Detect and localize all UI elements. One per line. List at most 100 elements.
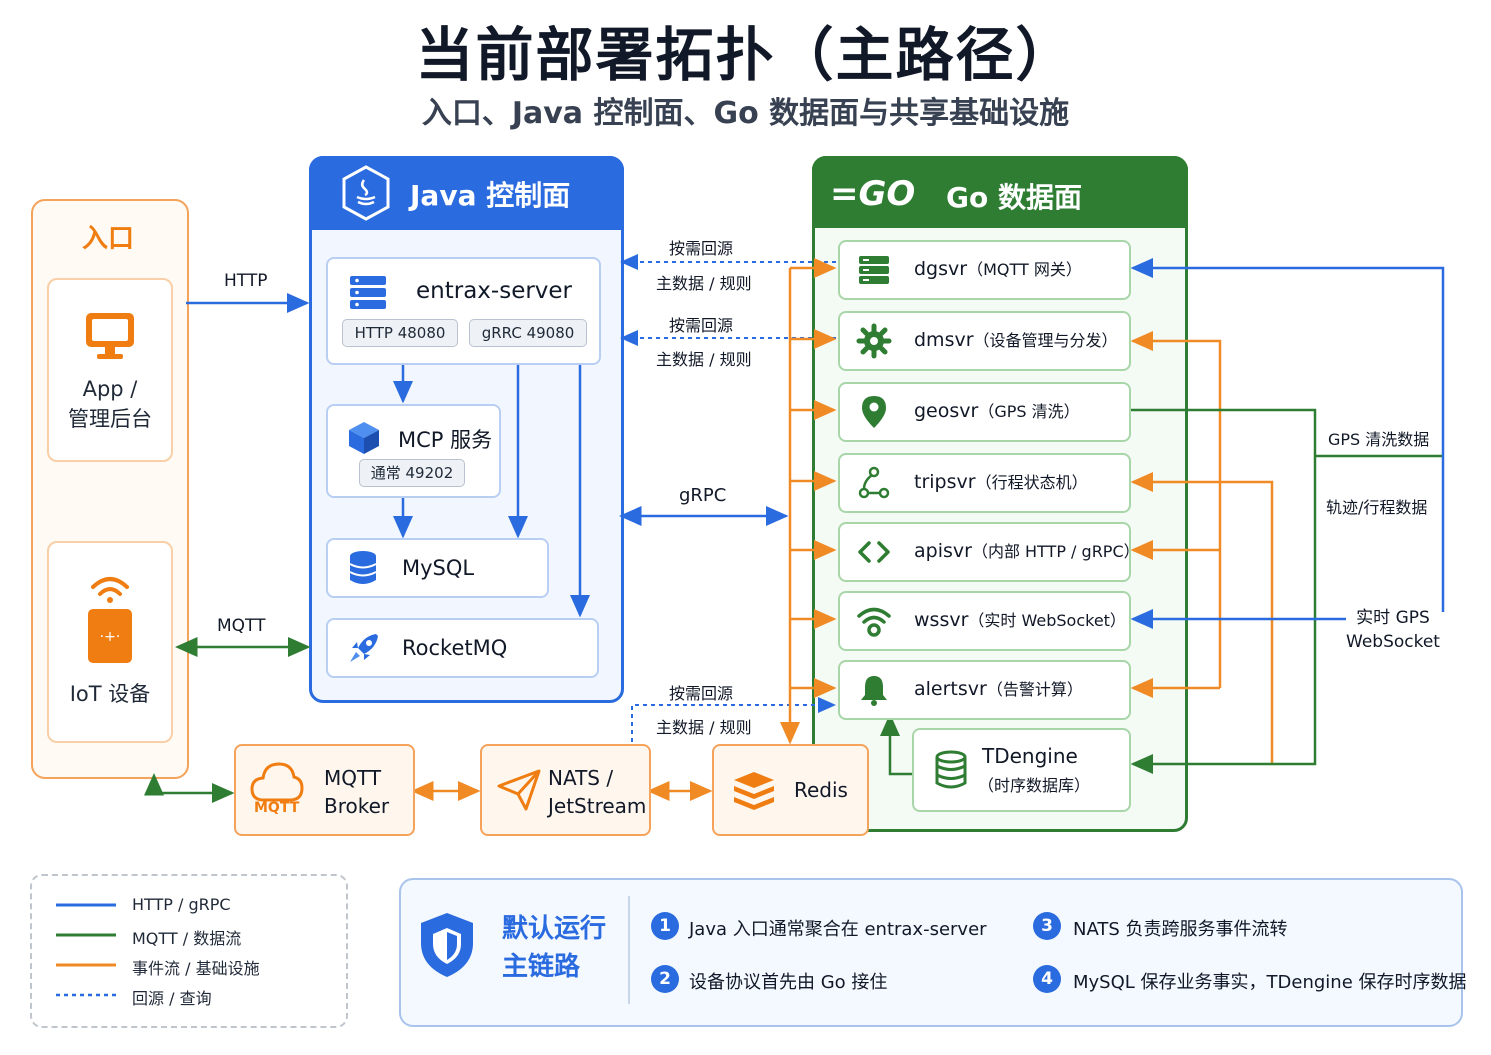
dgsvr-name: dgsvr (914, 258, 968, 280)
default-path-title-line-1: 默认运行 (502, 914, 607, 944)
mcp-service-label: MCP 服务 (398, 428, 493, 452)
wssvr-name: wssvr (914, 609, 969, 631)
alertsvr-name: alertsvr (914, 678, 987, 700)
grpc-edge-label: gRPC (679, 485, 727, 506)
paper-plane-icon (497, 769, 541, 811)
note-number-2: 2 (651, 965, 679, 993)
note-text-4: MySQL 保存业务事实，TDengine 保存时序数据 (1073, 972, 1467, 993)
legend-mqtt-data: MQTT / 数据流 (132, 929, 242, 948)
mysql-label: MySQL (402, 556, 475, 580)
mcp-port-badge: 通常 49202 (359, 459, 465, 487)
mqtt-broker-label: MQTT Broker (324, 764, 389, 820)
wssvr-label: wssvr（实时 WebSocket） (914, 607, 1126, 631)
database-icon (349, 551, 377, 584)
mqtt-broker-line-1: MQTT (324, 766, 382, 790)
go-logo: =GO (830, 174, 916, 214)
note-text-2: 设备协议首先由 Go 接住 (689, 972, 888, 993)
wifi-icon (857, 607, 891, 637)
dgsvr-desc: （MQTT 网关） (967, 260, 1082, 279)
note-text-1: Java 入口通常聚合在 entrax-server (689, 919, 987, 940)
tdengine-label: TDengine (982, 744, 1078, 768)
tdengine-node[interactable]: TDengine （时序数据库） (912, 728, 1131, 812)
go-panel-title: Go 数据面 (946, 181, 1082, 214)
note-number-1: 1 (651, 912, 679, 940)
entrax-server-label: entrax-server (416, 278, 573, 304)
master-rules-label-2: 主数据 / 规则 (656, 350, 752, 369)
trajectory-label: 轨迹/行程数据 (1326, 494, 1428, 518)
gps-clean-label: GPS 清洗数据 (1328, 426, 1430, 450)
backsource-label-3: 按需回源 (669, 684, 734, 703)
monitor-icon (86, 313, 134, 359)
note-number-3: 3 (1033, 912, 1061, 940)
route-icon (858, 466, 890, 499)
wssvr-node[interactable]: wssvr（实时 WebSocket） (838, 591, 1131, 651)
app-label: App / 管理后台 (49, 374, 171, 434)
grpc-port-badge: gRRC 49080 (469, 319, 587, 347)
note-number-4: 4 (1033, 965, 1061, 993)
app-admin-card[interactable]: App / 管理后台 (47, 278, 173, 462)
alertsvr-label: alertsvr（告警计算） (914, 676, 1083, 700)
mqtt-edge-label: MQTT (217, 616, 266, 636)
mcp-service-node[interactable]: MCP 服务 通常 49202 (326, 404, 501, 498)
mysql-node[interactable]: MySQL (326, 538, 549, 598)
geosvr-node[interactable]: geosvr（GPS 清洗） (838, 382, 1131, 442)
default-path-box (399, 878, 1463, 1027)
nats-line-1: NATS / (548, 766, 614, 790)
tripsvr-name: tripsvr (914, 471, 976, 493)
dmsvr-name: dmsvr (914, 329, 974, 351)
default-path-title-line-2: 主链路 (502, 952, 581, 982)
http-port-badge: HTTP 48080 (342, 319, 458, 347)
redis-node[interactable]: Redis (712, 744, 869, 836)
dmsvr-label: dmsvr（设备管理与分发） (914, 327, 1118, 351)
rocketmq-label: RocketMQ (402, 636, 508, 660)
apisvr-node[interactable]: apisvr（内部 HTTP / gRPC） (838, 522, 1140, 582)
redis-label: Redis (794, 778, 848, 802)
realtime-gps-line-2: WebSocket (1346, 632, 1440, 652)
alertsvr-node[interactable]: alertsvr（告警计算） (838, 660, 1131, 720)
realtime-gps-line-1: 实时 GPS (1356, 608, 1430, 628)
apisvr-label: apisvr（内部 HTTP / gRPC） (914, 538, 1140, 562)
tripsvr-node[interactable]: tripsvr（行程状态机） (838, 453, 1131, 513)
java-panel-title: Java 控制面 (410, 179, 571, 212)
page-title: 当前部署拓扑（主路径） (415, 21, 1076, 89)
http-edge-label: HTTP (224, 271, 268, 291)
legend-http-grpc: HTTP / gRPC (132, 895, 231, 914)
alertsvr-desc: （告警计算） (986, 680, 1083, 699)
apisvr-name: apisvr (914, 540, 972, 562)
svg-text:·+·: ·+· (100, 629, 121, 645)
app-label-line-2: 管理后台 (68, 407, 152, 431)
geosvr-name: geosvr (914, 400, 979, 422)
entrax-server-node[interactable]: entrax-server HTTP 48080 gRRC 49080 (326, 257, 601, 365)
legend-swatches (56, 903, 116, 997)
dgsvr-label: dgsvr（MQTT 网关） (914, 256, 1082, 280)
gear-icon (856, 323, 892, 359)
note-text-3: NATS 负责跨服务事件流转 (1073, 919, 1288, 940)
dmsvr-node[interactable]: dmsvr（设备管理与分发） (838, 311, 1131, 371)
wssvr-desc: （实时 WebSocket） (968, 611, 1126, 630)
mqtt-broker-node[interactable]: MQTT MQTT Broker (234, 744, 415, 836)
backsource-label-1: 按需回源 (669, 239, 734, 258)
redis-icon (734, 772, 774, 810)
master-rules-label-1: 主数据 / 规则 (656, 274, 752, 293)
map-pin-icon (862, 396, 886, 428)
iot-device-card[interactable]: ·+· IoT 设备 (47, 541, 173, 743)
realtime-gps-label: 实时 GPS WebSocket (1346, 606, 1440, 654)
go-panel-header (812, 156, 1188, 228)
geosvr-label: geosvr（GPS 清洗） (914, 398, 1080, 422)
tripsvr-desc: （行程状态机） (975, 473, 1088, 492)
iot-device-icon: ·+· (88, 577, 132, 663)
rocketmq-node[interactable]: RocketMQ (326, 618, 599, 678)
nats-jetstream-node[interactable]: NATS / JetStream (480, 744, 651, 836)
dgsvr-node[interactable]: dgsvr（MQTT 网关） (838, 240, 1131, 300)
page-subtitle: 入口、Java 控制面、Go 数据面与共享基础设施 (421, 96, 1070, 131)
bell-icon (861, 676, 887, 706)
dmsvr-desc: （设备管理与分发） (973, 331, 1118, 350)
master-rules-label-3: 主数据 / 规则 (656, 718, 752, 737)
default-path-title: 默认运行 主链路 (502, 910, 606, 986)
nats-label: NATS / JetStream (548, 764, 646, 820)
entry-title: 入口 (81, 224, 134, 254)
default-path-divider (628, 896, 630, 1004)
nats-line-2: JetStream (548, 794, 647, 818)
legend (30, 874, 348, 1028)
